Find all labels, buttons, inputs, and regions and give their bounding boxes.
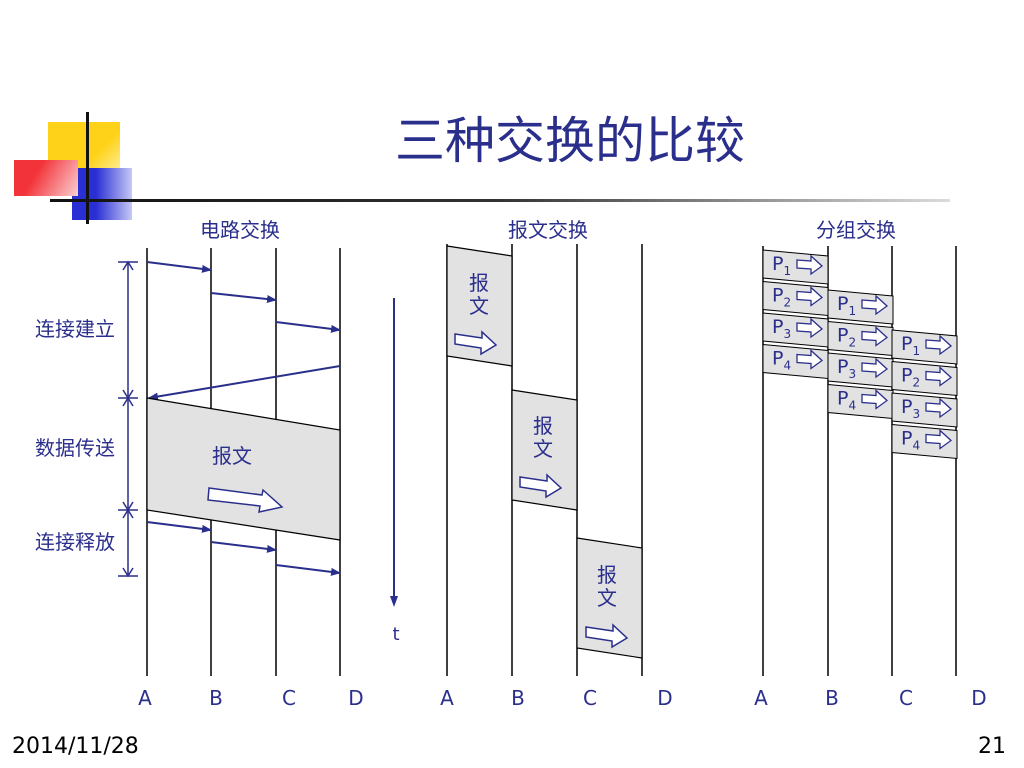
deco-vertical-line bbox=[86, 112, 89, 224]
deco-horizontal-line bbox=[50, 199, 950, 202]
time-axis-label: t bbox=[392, 624, 399, 645]
release-arrow-bc bbox=[210, 541, 277, 553]
packet-arrow-icon bbox=[796, 254, 824, 276]
packet-arrow-icon bbox=[925, 334, 953, 356]
deco-red-square bbox=[14, 160, 78, 196]
message-hop-2-arrow-icon bbox=[519, 473, 563, 499]
packet-node-a: A bbox=[754, 686, 768, 710]
message-hop-3-label-top: 报 bbox=[597, 563, 617, 587]
phase-brackets bbox=[118, 260, 138, 578]
packet-arrow-icon bbox=[925, 397, 953, 419]
message-hop-1: 报 文 bbox=[446, 245, 513, 367]
release-arrow-cd bbox=[275, 564, 341, 576]
phase-label-release: 连接释放 bbox=[35, 530, 115, 554]
message-hop-3-label-bottom: 文 bbox=[597, 586, 617, 610]
setup-arrow-cd bbox=[275, 321, 341, 333]
phase-label-transfer: 数据传送 bbox=[35, 436, 115, 460]
packet-cell: P4 bbox=[891, 423, 958, 460]
message-hop-2: 报 文 bbox=[511, 389, 578, 511]
circuit-node-d: D bbox=[348, 686, 363, 710]
packet-cell: P4 bbox=[762, 343, 829, 380]
phase-label-setup: 连接建立 bbox=[35, 317, 115, 341]
packet-node-d: D bbox=[971, 686, 986, 710]
circuit-setup-arrows bbox=[146, 261, 341, 401]
circuit-message-arrow-icon bbox=[207, 487, 284, 513]
circuit-message-label: 报文 bbox=[212, 444, 252, 468]
circuit-release-arrows bbox=[146, 521, 341, 576]
packet-arrow-icon bbox=[861, 294, 889, 316]
message-switching-panel: 报文交换 报 文 报 文 报 文 A B C bbox=[440, 218, 673, 710]
message-node-a: A bbox=[440, 686, 454, 710]
packet-cell: P1 bbox=[891, 329, 958, 365]
message-node-c: C bbox=[583, 686, 597, 710]
message-hop-1-label-top: 报 bbox=[469, 271, 489, 295]
circuit-switching-panel: 电路交换 报文 bbox=[35, 218, 400, 710]
packet-node-b: B bbox=[825, 686, 839, 710]
message-hop-3: 报 文 bbox=[576, 537, 643, 659]
packet-cell: P2 bbox=[827, 320, 894, 357]
message-hop-1-arrow-icon bbox=[454, 330, 498, 356]
packet-cell: P4 bbox=[827, 383, 894, 420]
packet-arrow-icon bbox=[861, 326, 889, 347]
message-hop-1-label-bottom: 文 bbox=[469, 294, 489, 318]
message-hop-2-label-top: 报 bbox=[533, 414, 553, 438]
packet-arrow-icon bbox=[796, 317, 824, 339]
footer-date: 2014/11/28 bbox=[12, 734, 139, 759]
packet-cell: P3 bbox=[762, 312, 829, 348]
circuit-node-b: B bbox=[209, 686, 223, 710]
setup-arrow-da bbox=[148, 365, 341, 401]
footer-page-number: 21 bbox=[978, 734, 1006, 759]
circuit-node-labels: A B C D bbox=[138, 686, 364, 710]
slide-title: 三种交换的比较 bbox=[395, 112, 745, 170]
packet-node-labels: A B C D bbox=[754, 686, 987, 710]
packet-cell: P2 bbox=[891, 360, 958, 397]
message-node-b: B bbox=[511, 686, 525, 710]
packet-cell: P1 bbox=[762, 249, 829, 285]
circuit-heading: 电路交换 bbox=[200, 218, 280, 242]
message-hop-3-arrow-icon bbox=[585, 623, 629, 649]
packet-node-c: C bbox=[899, 686, 913, 710]
circuit-node-a: A bbox=[138, 686, 152, 710]
setup-arrow-ab bbox=[146, 261, 212, 273]
time-axis: t bbox=[390, 298, 400, 645]
message-node-labels: A B C D bbox=[440, 686, 673, 710]
circuit-node-c: C bbox=[282, 686, 296, 710]
packet-cell: P3 bbox=[827, 352, 894, 388]
message-heading: 报文交换 bbox=[508, 218, 588, 242]
packet-cell: P2 bbox=[762, 280, 829, 317]
release-arrow-ab bbox=[146, 521, 212, 533]
message-node-d: D bbox=[657, 686, 672, 710]
setup-arrow-bc bbox=[210, 292, 277, 304]
packet-arrow-icon bbox=[796, 349, 824, 370]
deco-blue-square bbox=[72, 168, 132, 220]
packet-heading: 分组交换 bbox=[816, 218, 896, 242]
packet-cell: P3 bbox=[891, 392, 958, 428]
circuit-message-block bbox=[146, 397, 341, 541]
message-hop-2-label-bottom: 文 bbox=[533, 437, 553, 461]
packet-arrow-icon bbox=[925, 429, 953, 450]
packet-cell: P1 bbox=[827, 289, 894, 325]
packet-arrow-icon bbox=[796, 286, 824, 307]
packet-arrow-icon bbox=[925, 366, 953, 387]
packet-arrow-icon bbox=[861, 357, 889, 379]
packet-arrow-icon bbox=[861, 389, 889, 410]
